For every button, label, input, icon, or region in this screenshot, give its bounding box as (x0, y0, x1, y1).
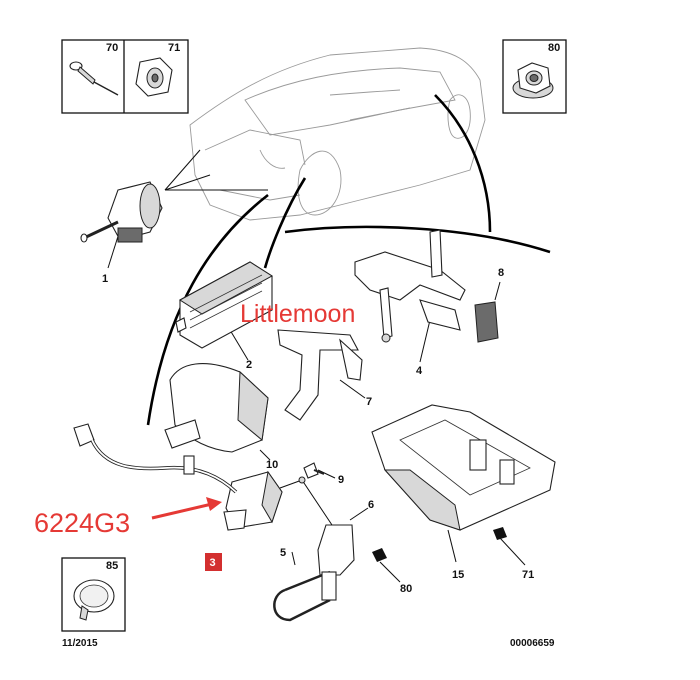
part-5-6-link (273, 524, 355, 622)
box-85: 85 (61, 557, 126, 632)
label-8: 8 (498, 267, 504, 279)
flange-nut-icon (512, 62, 554, 99)
label-9: 9 (338, 474, 344, 486)
part-2-ecu (175, 261, 273, 349)
rivet-icon (69, 61, 119, 96)
part-7-bracket (277, 329, 363, 421)
box-80: 80 (502, 39, 567, 114)
watermark-text: Littlemoon (240, 300, 355, 328)
label-5: 5 (280, 547, 286, 559)
label-15: 15 (452, 569, 464, 581)
label-3: 3 (210, 557, 216, 569)
arrow-icon (151, 497, 222, 520)
label-1: 1 (102, 273, 108, 285)
part-8-pad (474, 301, 499, 343)
hardware-markers (372, 527, 507, 562)
car-outline (189, 47, 486, 221)
cable (73, 423, 238, 494)
label-71: 71 (522, 569, 534, 581)
part-numbers: 1 2 4 5 6 7 8 9 10 15 71 80 (102, 267, 534, 595)
part-10-cover (164, 363, 269, 453)
label-10: 10 (266, 459, 278, 471)
label-4: 4 (416, 365, 423, 377)
clip-nut-icon (135, 57, 173, 97)
box-label-80: 80 (548, 42, 560, 54)
label-6: 6 (368, 499, 374, 511)
part-code: 6224G3 (34, 508, 130, 538)
box-70-71: 70 71 (61, 39, 189, 114)
part-9-bolt (303, 462, 325, 479)
push-clip-icon (73, 579, 115, 621)
part-1-actuator (80, 181, 163, 243)
label-2: 2 (246, 359, 252, 371)
part-15-tray (371, 404, 556, 531)
footer-ref: 00006659 (510, 638, 555, 649)
label-7: 7 (366, 396, 372, 408)
leader-lines (107, 94, 551, 583)
part-4-bracket (354, 229, 466, 343)
label-3-highlight: 3 (205, 553, 222, 571)
part-3-level-sensor (223, 470, 333, 531)
footer-date: 11/2015 (62, 638, 98, 649)
box-label-71: 71 (168, 42, 180, 54)
box-label-70: 70 (106, 42, 118, 54)
box-label-85: 85 (106, 560, 118, 572)
label-80: 80 (400, 583, 412, 595)
